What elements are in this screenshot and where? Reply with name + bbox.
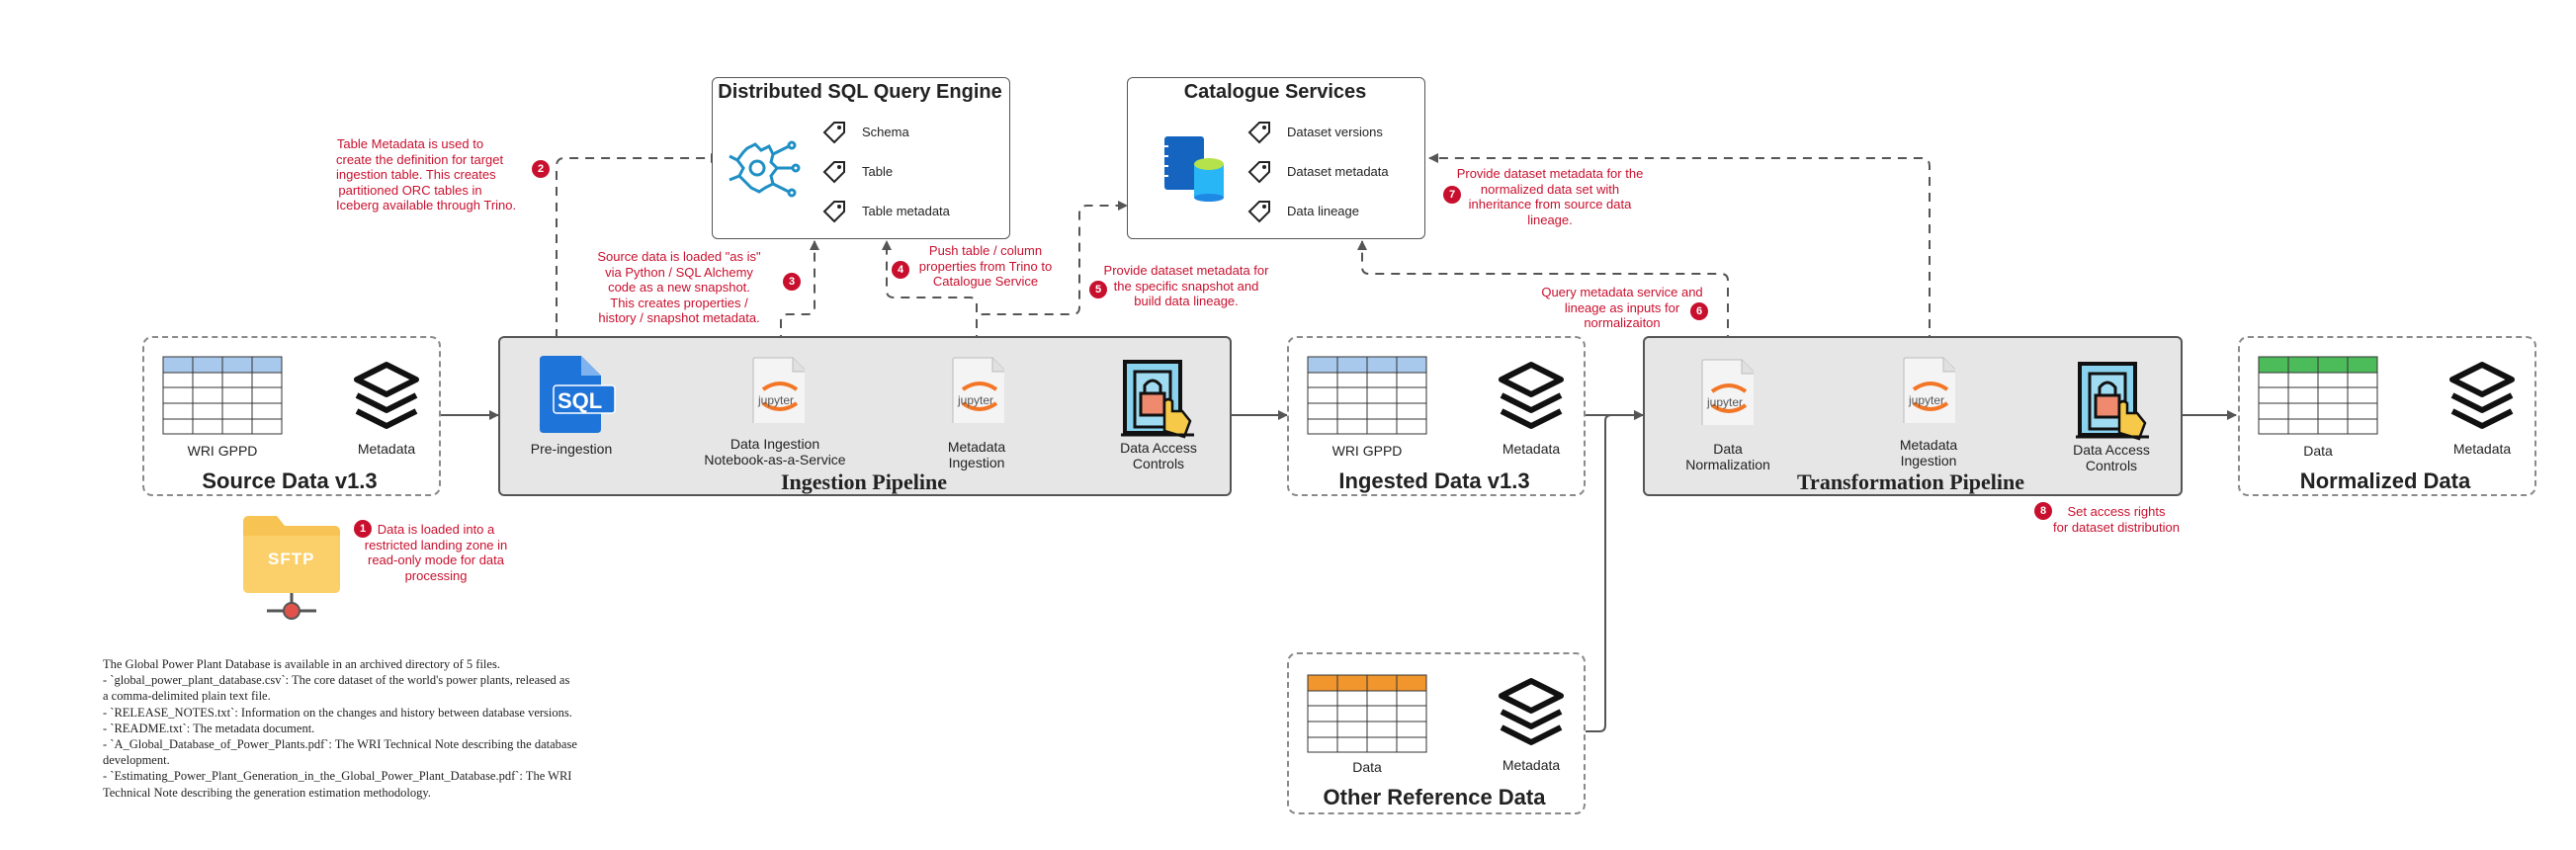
- reference-table-icon: [1307, 674, 1427, 753]
- note-6: Query metadata service and lineage as in…: [1541, 285, 1703, 330]
- sql-engine-item-label: Table: [862, 164, 894, 179]
- note-1: Data is loaded into a restricted landing…: [364, 522, 508, 583]
- dashed-transmeta-to-catalogue: [1428, 153, 1931, 360]
- step-badge-6: 6: [1690, 302, 1708, 320]
- source-table-label: WRI GPPD: [187, 443, 258, 459]
- ingested-table-label: WRI GPPD: [1331, 443, 1403, 459]
- normalized-table-label: Data: [2303, 443, 2333, 459]
- step-badge-4: 4: [892, 261, 909, 279]
- sql-file-icon: [540, 356, 616, 433]
- tag-icon: [822, 122, 845, 144]
- jupyter-icon: [1701, 359, 1754, 425]
- ingestion-step-access-label: Data Access Controls: [1120, 440, 1197, 471]
- dataset-description: The Global Power Plant Database is avail…: [103, 656, 577, 801]
- ingestion-step-ingest-label: Data Ingestion Notebook-as-a-Service: [704, 436, 846, 468]
- catalogue-item-label: Dataset metadata: [1287, 164, 1389, 179]
- transformation-pipeline-title: Transformation Pipeline: [1797, 469, 2024, 494]
- catalogue-item-label: Dataset versions: [1287, 125, 1383, 139]
- ingested-data-title: Ingested Data v1.3: [1338, 468, 1530, 493]
- ingestion-step-preingestion-label: Pre-ingestion: [530, 441, 613, 457]
- ingestion-step-metadata-label: Metadata Ingestion: [947, 439, 1006, 470]
- description-line: - `global_power_plant_database.csv`: The…: [103, 673, 570, 704]
- note-7: Provide dataset metadata for the normali…: [1456, 166, 1644, 227]
- reference-metadata-label: Metadata: [1502, 757, 1561, 773]
- normalized-metadata-label: Metadata: [2452, 441, 2512, 457]
- catalogue-database-icon: [1162, 136, 1224, 202]
- normalized-data-title: Normalized Data: [2299, 468, 2471, 493]
- tag-icon: [1247, 201, 1270, 223]
- note-8: Set access rights for dataset distributi…: [2053, 504, 2180, 535]
- reference-data-title: Other Reference Data: [1323, 785, 1546, 809]
- source-data-title: Source Data v1.3: [202, 468, 378, 493]
- sql-text: SQL: [558, 388, 603, 413]
- tag-icon: [1247, 161, 1270, 184]
- catalogue-title: Catalogue Services: [1183, 81, 1367, 103]
- sql-engine-item-label: Table metadata: [862, 204, 950, 218]
- tag-icon: [822, 161, 845, 184]
- transform-step-access-label: Data Access Controls: [2073, 442, 2150, 473]
- jupyter-text: jupyter: [958, 393, 994, 407]
- sftp-label: SFTP: [268, 550, 315, 568]
- arrow-reference-to-transform: [1584, 410, 1644, 732]
- jupyter-text: jupyter: [1707, 395, 1744, 409]
- jupyter-icon: [752, 357, 805, 423]
- reference-table-label: Data: [1352, 759, 1382, 775]
- ingested-metadata-label: Metadata: [1502, 441, 1561, 457]
- ingestion-pipeline-box: [498, 336, 1232, 496]
- normalized-table-icon: [2258, 356, 2378, 435]
- jupyter-icon: [952, 357, 1004, 423]
- sql-engine-item-label: Schema: [862, 125, 909, 139]
- step-badge-3: 3: [783, 273, 801, 291]
- tag-icon: [822, 201, 845, 223]
- jupyter-text: jupyter: [1909, 393, 1945, 407]
- step-badge-1: 1: [354, 520, 372, 538]
- jupyter-icon: [1903, 357, 1955, 423]
- transform-step-normalization-label: Data Normalization: [1685, 441, 1770, 472]
- dashed-meta-to-sql: [882, 240, 978, 360]
- ingested-table-icon: [1307, 356, 1427, 435]
- dashed-norm-to-catalogue: [1357, 240, 1729, 360]
- step-badge-8: 8: [2034, 502, 2052, 520]
- sftp-folder-icon: [243, 516, 340, 620]
- note-2: Table Metadata is used to create the def…: [336, 136, 517, 212]
- jupyter-text: jupyter: [758, 393, 795, 407]
- description-line: The Global Power Plant Database is avail…: [103, 657, 500, 671]
- description-line: - `Estimating_Power_Plant_Generation_in_…: [103, 769, 572, 800]
- note-4: Push table / column properties from Trin…: [918, 243, 1053, 289]
- step-badge-2: 2: [532, 160, 550, 178]
- normalized-metadata-layers-icon: [2449, 362, 2515, 429]
- tag-icon: [1247, 122, 1270, 144]
- access-door-icon: [2076, 362, 2149, 441]
- transform-step-metadata-label: Metadata Ingestion: [1899, 437, 1958, 468]
- catalogue-item-label: Data lineage: [1287, 204, 1359, 218]
- description-line: - `RELEASE_NOTES.txt`: Information on th…: [103, 705, 572, 720]
- dashed-preingest-to-sql: [556, 153, 721, 354]
- step-badge-7: 7: [1443, 186, 1461, 204]
- note-3: Source data is loaded "as is" via Python…: [597, 249, 761, 325]
- dashed-meta-to-catalogue: [976, 201, 1128, 360]
- step-badge-5: 5: [1089, 281, 1107, 298]
- ingested-metadata-layers-icon: [1499, 362, 1564, 429]
- source-metadata-layers-icon: [354, 362, 419, 429]
- description-line: - `README.txt`: The metadata document.: [103, 721, 315, 735]
- source-table-icon: [162, 356, 283, 435]
- reference-metadata-layers-icon: [1499, 678, 1564, 745]
- circuit-brain-icon: [729, 140, 801, 198]
- sql-engine-box: [712, 77, 1010, 239]
- sql-engine-title: Distributed SQL Query Engine: [718, 81, 1002, 103]
- note-5: Provide dataset metadata for the specifi…: [1103, 263, 1269, 308]
- ingestion-pipeline-title: Ingestion Pipeline: [780, 469, 948, 494]
- description-line: - `A_Global_Database_of_Power_Plants.pdf…: [103, 737, 577, 768]
- source-metadata-label: Metadata: [357, 441, 416, 457]
- access-door-icon: [1121, 360, 1194, 439]
